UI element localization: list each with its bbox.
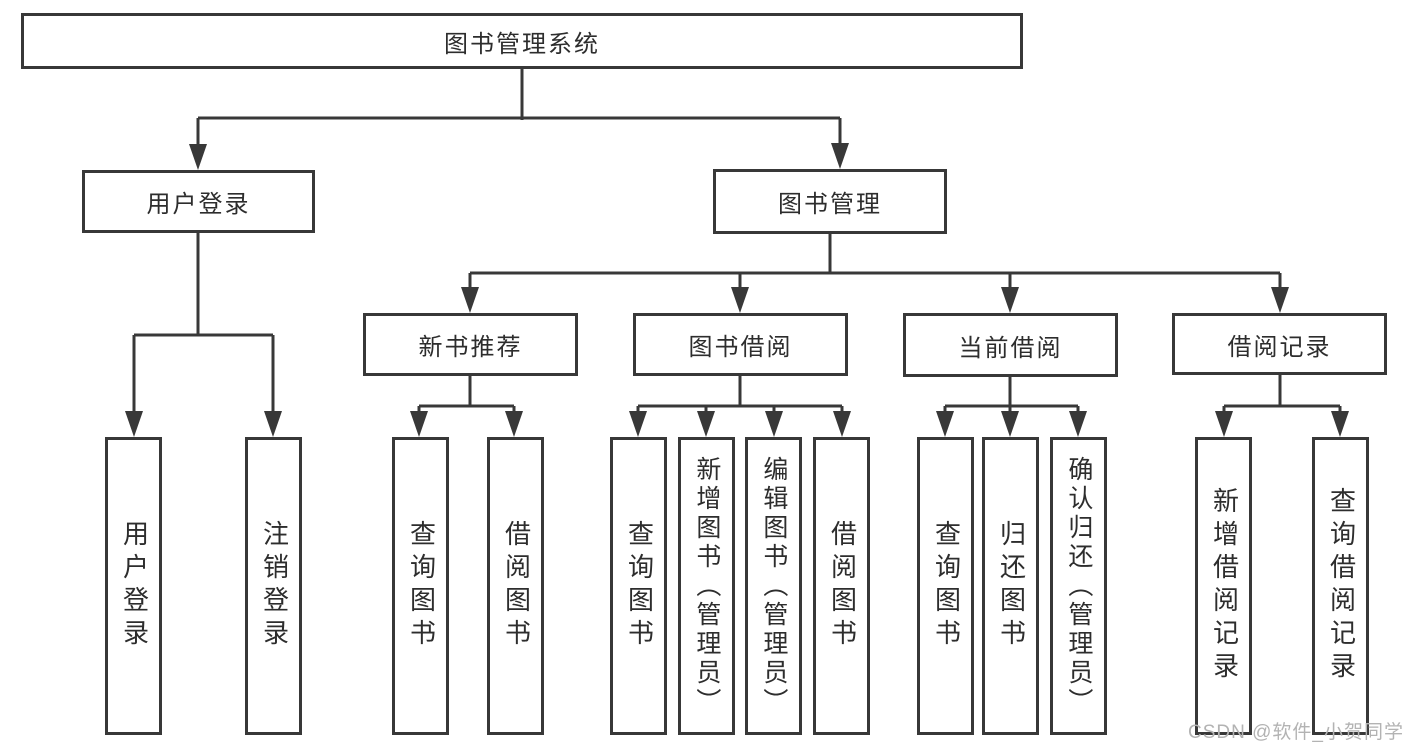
leaf-label: 新增图书（管理员）: [692, 455, 721, 717]
node-borrow-records-label: 借阅记录: [1227, 333, 1332, 361]
leaf-label: 借阅图书: [827, 520, 858, 652]
leaf-label: 查询借阅记录: [1326, 487, 1357, 685]
node-book-borrowing: 图书借阅: [633, 313, 848, 376]
connector-curborrow-children: [943, 377, 1080, 413]
leaf-borrow-books-2: 借阅图书: [813, 437, 870, 735]
arrow-down-icon: [461, 287, 479, 313]
leaf-user-login: 用户登录: [105, 437, 162, 735]
leaf-label: 注销登录: [259, 520, 290, 652]
leaf-label: 归还图书: [996, 520, 1027, 652]
leaf-query-borrow-record: 查询借阅记录: [1312, 437, 1369, 735]
node-new-book-recommend-label: 新书推荐: [418, 334, 523, 361]
node-book-borrowing-label: 图书借阅: [688, 334, 793, 361]
leaf-confirm-return-admin: 确认归还（管理员）: [1050, 437, 1107, 735]
arrow-down-icon: [697, 411, 715, 437]
node-current-borrowing: 当前借阅: [903, 313, 1118, 377]
arrow-down-icon: [1331, 411, 1349, 437]
arrow-down-icon: [831, 143, 849, 169]
arrow-down-icon: [936, 411, 954, 437]
arrow-down-icon: [765, 411, 783, 437]
leaf-add-borrow-record: 新增借阅记录: [1195, 437, 1252, 735]
arrow-down-icon: [189, 144, 207, 170]
node-user-login: 用户登录: [82, 170, 315, 233]
leaf-query-books-1: 查询图书: [392, 437, 449, 735]
arrow-down-icon: [731, 287, 749, 313]
node-user-login-label: 用户登录: [146, 191, 251, 218]
connector-bookborrow-children: [636, 376, 844, 413]
csdn-watermark: CSDN @软件_小贺同学: [1188, 722, 1404, 743]
arrow-down-icon: [1271, 287, 1289, 313]
leaf-label: 用户登录: [119, 520, 150, 652]
node-new-book-recommend: 新书推荐: [363, 313, 578, 376]
arrowheads: [125, 143, 1349, 437]
connector-bookmgmt-to-level3: [468, 234, 1282, 289]
arrow-down-icon: [1001, 411, 1019, 437]
arrow-down-icon: [1001, 287, 1019, 313]
leaf-label: 借阅图书: [501, 520, 532, 652]
leaf-query-books-3: 查询图书: [917, 437, 974, 735]
arrow-down-icon: [264, 411, 282, 437]
arrow-down-icon: [410, 411, 428, 437]
leaf-logout: 注销登录: [245, 437, 302, 735]
leaf-label: 确认归还（管理员）: [1064, 455, 1093, 717]
node-book-management: 图书管理: [713, 169, 947, 234]
leaf-label: 编辑图书（管理员）: [759, 455, 788, 717]
leaf-return-books: 归还图书: [982, 437, 1039, 735]
arrow-down-icon: [505, 411, 523, 437]
connector-newbooks-children: [417, 376, 516, 413]
arrow-down-icon: [1069, 411, 1087, 437]
leaf-add-books-admin: 新增图书（管理员）: [678, 437, 735, 735]
leaf-query-books-2: 查询图书: [610, 437, 667, 735]
connector-root-to-level2: [196, 68, 842, 146]
leaf-label: 查询图书: [624, 520, 655, 652]
leaf-label: 查询图书: [931, 520, 962, 652]
leaf-borrow-books-1: 借阅图书: [487, 437, 544, 735]
arrow-down-icon: [629, 411, 647, 437]
node-borrow-records: 借阅记录: [1172, 313, 1387, 375]
node-root: 图书管理系统: [21, 13, 1023, 69]
leaf-label: 新增借阅记录: [1209, 487, 1240, 685]
node-book-management-label: 图书管理: [778, 191, 882, 218]
connector-userlogin-children: [132, 233, 275, 413]
arrow-down-icon: [833, 411, 851, 437]
node-root-label: 图书管理系统: [444, 30, 600, 58]
arrow-down-icon: [1215, 411, 1233, 437]
node-current-borrowing-label: 当前借阅: [958, 334, 1063, 362]
arrow-down-icon: [125, 411, 143, 437]
connector-records-children: [1222, 375, 1342, 413]
leaf-edit-books-admin: 编辑图书（管理员）: [745, 437, 802, 735]
leaf-label: 查询图书: [406, 520, 437, 652]
